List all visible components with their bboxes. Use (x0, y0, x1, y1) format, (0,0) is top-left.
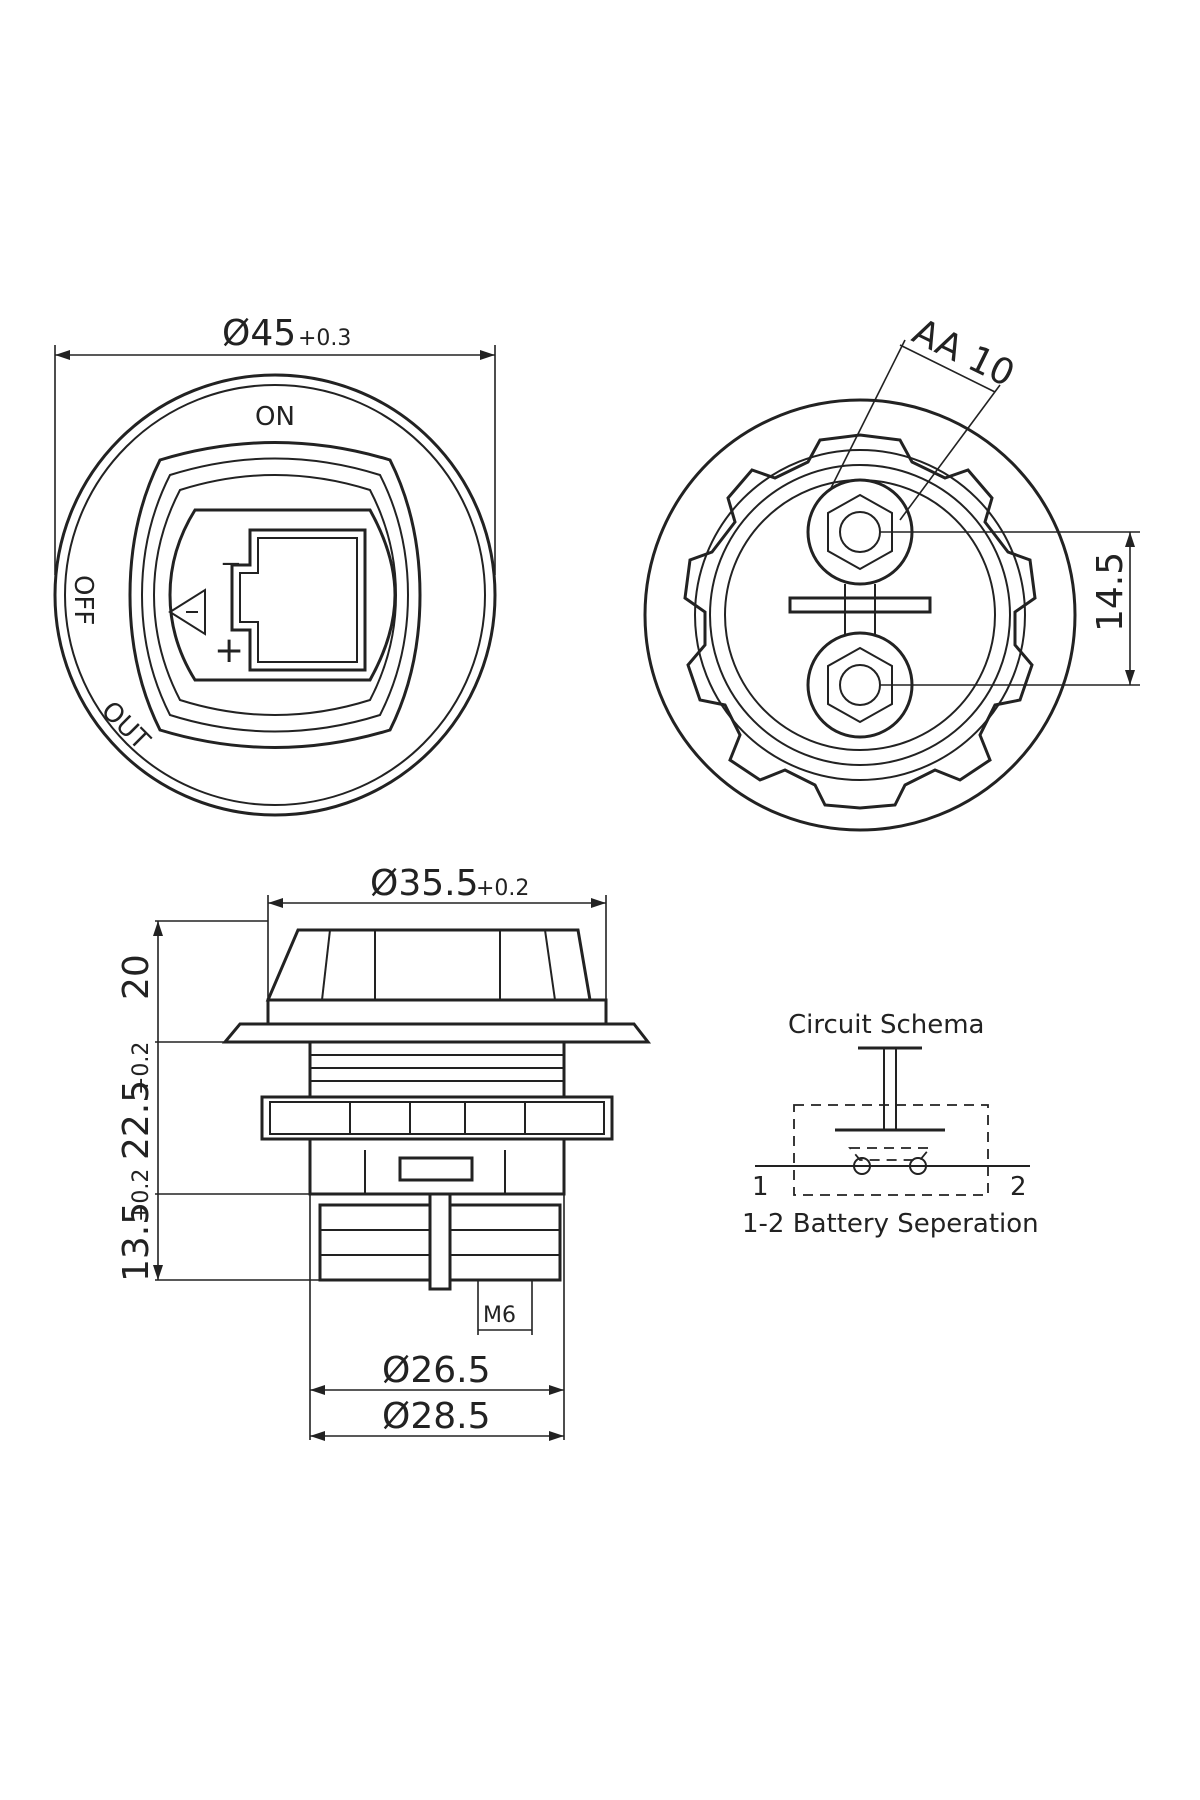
arrow-up (153, 921, 163, 936)
arrow-right (549, 1385, 564, 1395)
flange (221, 1022, 652, 1044)
circuit-schema: Circuit Schema 1 2 1-2 Battery Seperatio… (742, 1010, 1039, 1239)
dim-45-label: Ø45 (222, 313, 296, 354)
circuit-caption: 1-2 Battery Seperation (742, 1209, 1039, 1239)
terminal-aa-label: AA 10 (906, 311, 1021, 395)
outer-ring-inner (64, 384, 486, 806)
rear-outer-ring (643, 398, 1077, 832)
terminal-bottom-bolt (839, 664, 881, 706)
plus-sign: + (214, 630, 244, 671)
knob-outline-1 (128, 441, 422, 749)
arrow-left (268, 898, 283, 908)
arrow-left (55, 350, 70, 360)
ext-line-aa-left (829, 339, 906, 491)
dim-28-5-label: Ø28.5 (382, 1396, 491, 1437)
dim-35-5-label: Ø35.5 (370, 863, 479, 904)
body-window (398, 1156, 474, 1182)
terminal-top-bolt (839, 511, 881, 553)
terminal-top-nut (827, 493, 893, 571)
position-off-label: OFF (68, 575, 98, 625)
arrow-right (591, 898, 606, 908)
height-20-label: 20 (116, 954, 157, 1000)
rear-gear-rim (683, 433, 1037, 810)
dim-line-aa (899, 344, 996, 393)
dim-45-tolerance: +0.3 (298, 326, 351, 351)
knob-face (168, 508, 397, 682)
battery-symbol (230, 528, 367, 672)
dim-26-5-label: Ø26.5 (382, 1350, 491, 1391)
knob-cap (265, 928, 592, 1002)
terminal-bottom-nut (827, 646, 893, 724)
rear-view-switch: 14.5 AA 10 (643, 311, 1140, 832)
thread-m6-label: M6 (483, 1303, 516, 1328)
terminal-nut-left (318, 1203, 432, 1282)
arrow-left (310, 1385, 325, 1395)
position-on-label: ON (255, 402, 295, 432)
rear-inner-ring-2 (709, 464, 1011, 766)
height-13-5-tolerance: +0.2 (129, 1169, 154, 1222)
circuit-title: Circuit Schema (788, 1010, 985, 1040)
switch-housing (793, 1104, 989, 1196)
lower-body (308, 1137, 566, 1196)
knob-outline-2 (140, 457, 410, 733)
knob-rib (321, 929, 331, 1001)
terminal-2-label: 2 (1010, 1172, 1027, 1202)
arrow-down (153, 1265, 163, 1280)
mounting-nut (260, 1095, 614, 1141)
height-13-5-label: 13.5 (116, 1202, 157, 1282)
knob-rib (544, 929, 556, 1001)
terminal-nut-right (448, 1203, 562, 1282)
side-view-switch: Ø35.5 +0.2 (116, 863, 652, 1441)
height-22-5-label: 22.5 (116, 1080, 157, 1160)
ext-line-aa-right (899, 384, 1001, 521)
rear-inner-ring-3 (724, 479, 996, 751)
knob-base (266, 998, 608, 1026)
center-tab (428, 1192, 452, 1291)
threaded-body (308, 1040, 566, 1099)
arrow-right (549, 1431, 564, 1441)
moving-contact (848, 1147, 932, 1161)
arrow-up (1125, 532, 1135, 547)
warning-triangle-icon (168, 588, 206, 636)
height-22-5-tolerance: +0.2 (129, 1042, 154, 1095)
arrow-left (310, 1431, 325, 1441)
battery-symbol-inner (239, 537, 358, 663)
outer-ring (53, 373, 497, 817)
position-out-label: OUT (95, 696, 155, 756)
dim-14-5-label: 14.5 (1090, 552, 1131, 632)
dim-35-5-tolerance: +0.2 (476, 876, 529, 901)
bridge-bar (788, 596, 932, 614)
arrow-down (1125, 670, 1135, 685)
front-view-switch: Ø45 +0.3 − + ON OFF OUT (53, 313, 497, 817)
arrow-right (480, 350, 495, 360)
mounting-nut-inner (269, 1101, 605, 1135)
minus-sign: − (220, 549, 242, 579)
terminal-1-label: 1 (752, 1172, 769, 1202)
rear-inner-ring-1 (694, 449, 1026, 781)
knob-outline-3 (152, 474, 398, 716)
